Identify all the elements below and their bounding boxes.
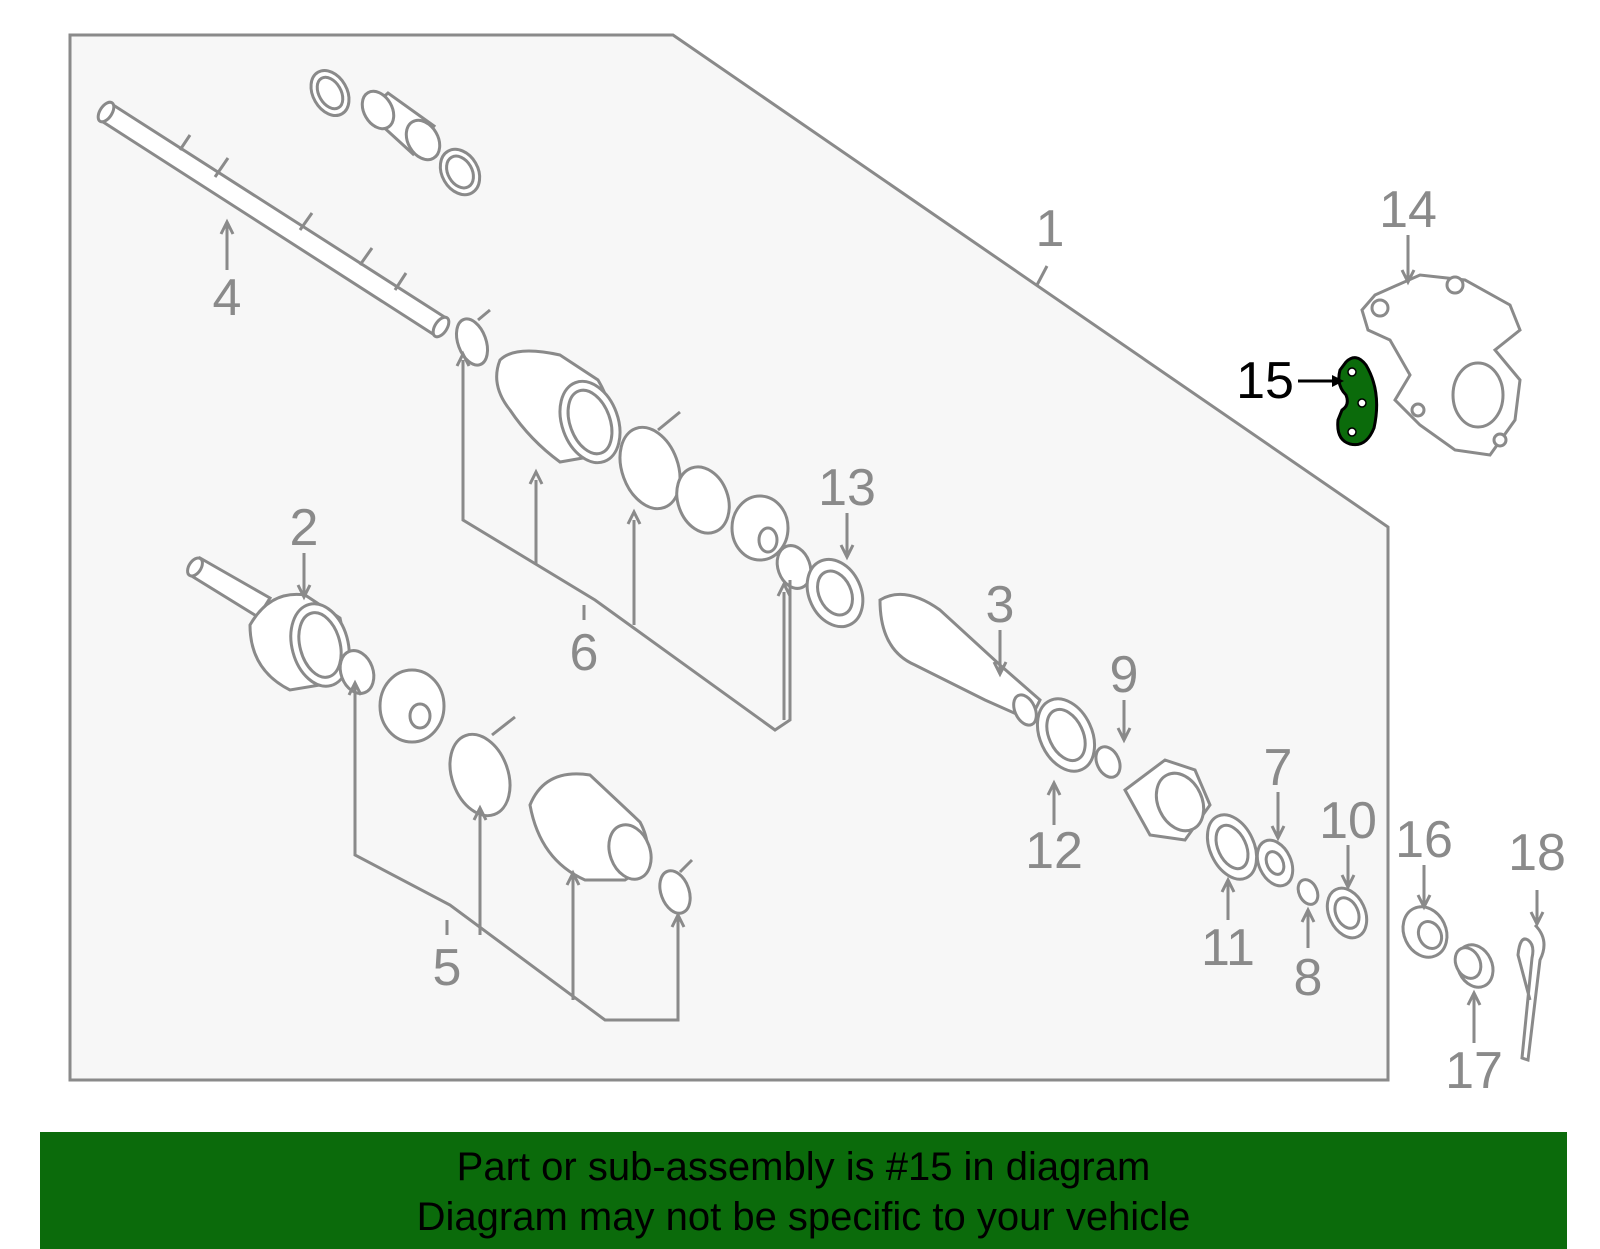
part-14-knuckle[interactable] [1360,273,1522,457]
callout-13: 13 [818,459,876,517]
part-13-seal[interactable] [797,550,874,635]
callout-4: 4 [213,269,242,327]
bushing-set[interactable] [303,64,487,202]
part-16-nut[interactable] [1395,900,1455,965]
banner-line-2: Diagram may not be specific to your vehi… [416,1195,1191,1239]
part-11-seal[interactable] [1198,807,1267,887]
part-18-cotter-pin[interactable] [1516,923,1546,1063]
callout-16: 16 [1395,811,1453,869]
part-15-highlighted[interactable] [1336,356,1379,447]
part-8-washer[interactable] [1294,876,1321,907]
part-10-seal[interactable] [1320,882,1375,944]
part-7-bearing[interactable] [1250,834,1299,891]
part-2-inner-joint[interactable] [185,555,358,692]
callout-14: 14 [1379,181,1437,239]
callout-5: 5 [433,939,462,997]
part-3-outer-joint[interactable] [878,592,1042,728]
leader-lines [219,218,1545,1043]
callout-11: 11 [1201,919,1255,977]
callout-10: 10 [1319,792,1377,850]
part-4-shaft[interactable] [95,100,452,340]
callout-9: 9 [1110,646,1139,704]
part-12-seal[interactable] [1026,690,1105,781]
assembly-panel [68,33,1390,1082]
part-9-washer[interactable] [1091,743,1124,781]
part-6-boot-kit[interactable] [451,308,817,593]
callout-17: 17 [1445,1042,1503,1100]
callout-7: 7 [1264,739,1293,797]
hub-bearing[interactable] [1123,758,1213,842]
info-banner: Part or sub-assembly is #15 in diagram D… [40,1132,1567,1249]
part-17-lock-cap[interactable] [1450,939,1499,993]
callout-1: 1 [1036,200,1065,258]
callout-18: 18 [1508,824,1566,882]
callout-2: 2 [290,499,319,557]
callout-3: 3 [986,576,1015,634]
callout-12: 12 [1025,822,1083,880]
callout-15: 15 [1236,352,1294,410]
leader-15 [1298,375,1344,387]
part-5-boot-kit[interactable] [334,646,695,918]
callout-8: 8 [1294,949,1323,1007]
callout-6: 6 [570,624,599,682]
banner-line-1: Part or sub-assembly is #15 in diagram [456,1145,1151,1189]
